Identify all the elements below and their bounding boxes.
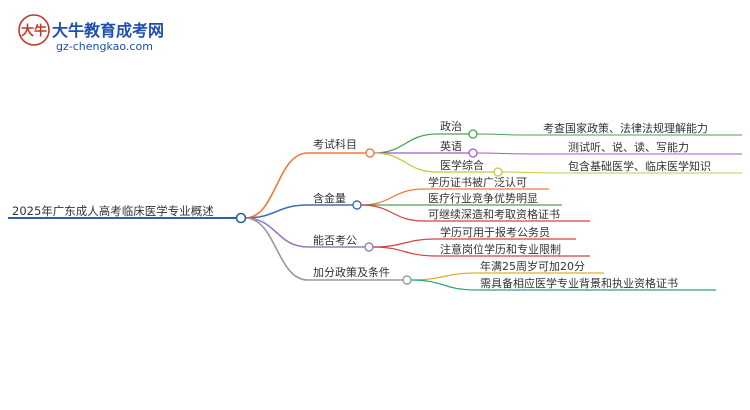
branch-bonus-policy: 加分政策及条件 年满25周岁可加20分 需具备相应医学专业背景和执业资格证书: [308, 259, 716, 291]
connector-root-bonus: [244, 217, 309, 281]
leaf-collapse-icon[interactable]: [493, 167, 503, 177]
branch-collapse-icon[interactable]: [365, 148, 375, 158]
leaf-value-3: 可继续深造和考取资格证书: [428, 207, 560, 221]
leaf-label-english: 英语: [440, 139, 462, 153]
leaf-collapse-icon[interactable]: [468, 148, 478, 158]
connector-root-exam: [244, 152, 309, 219]
leaf-value-1: 学历证书被广泛认可: [428, 175, 527, 189]
connector-root-value: [244, 204, 309, 219]
connector-bonus-1: [410, 272, 477, 281]
brand-url: gz-chengkao.com: [56, 40, 153, 53]
leaf-label-politics: 政治: [440, 119, 462, 133]
detail-english: 测试听、说、读、写能力: [568, 140, 689, 154]
branch-label-exam: 考试科目: [313, 137, 357, 151]
leaf-value-2: 医疗行业竞争优势明显: [428, 191, 538, 205]
leaf-label-medical: 医学综合: [440, 158, 484, 172]
branch-label-civil: 能否考公: [313, 233, 357, 247]
detail-politics: 考查国家政策、法律法规理解能力: [543, 121, 708, 135]
connector-value-3: [360, 204, 425, 222]
branch-civil-service: 能否考公 学历可用于报考公务员 注意岗位学历和专业限制: [308, 225, 590, 257]
branch-collapse-icon[interactable]: [364, 242, 374, 252]
branch-exam-subjects: 考试科目 政治 考查国家政策、法律法规理解能力 英语 测试听、说、读、写能力 医…: [308, 119, 742, 177]
connector-exam-medical: [373, 152, 438, 173]
branch-collapse-icon[interactable]: [352, 200, 362, 210]
connector-civil-1: [372, 238, 437, 248]
root-node: 2025年广东成人高考临床医学专业概述: [8, 204, 247, 224]
leaf-civil-2: 注意岗位学历和专业限制: [440, 242, 561, 256]
brand-logo: 大牛 大牛教育成考网 gz-chengkao.com: [18, 14, 164, 53]
branch-value: 含金量 学历证书被广泛认可 医疗行业竞争优势明显 可继续深造和考取资格证书: [308, 175, 590, 222]
connector-civil-2: [372, 246, 437, 257]
brand-title: 大牛教育成考网: [52, 21, 164, 40]
leaf-bonus-2: 需具备相应医学专业背景和执业资格证书: [480, 276, 678, 290]
connector-english-detail: [476, 152, 533, 155]
connector-medical-detail: [501, 171, 556, 174]
branch-label-value: 含金量: [313, 191, 346, 205]
connector-lines: [244, 133, 556, 291]
connector-bonus-2: [410, 279, 477, 291]
detail-medical: 包含基础医学、临床医学知识: [568, 159, 711, 173]
root-label: 2025年广东成人高考临床医学专业概述: [12, 204, 214, 218]
connector-value-1: [360, 188, 425, 206]
logo-mark: 大牛: [21, 23, 47, 39]
leaf-civil-1: 学历可用于报考公务员: [440, 225, 550, 239]
branch-collapse-icon[interactable]: [402, 275, 412, 285]
root-collapse-icon[interactable]: [235, 212, 247, 224]
logo-ring-icon: [18, 14, 50, 46]
leaf-bonus-1: 年满25周岁可加20分: [480, 259, 585, 273]
connector-root-civil: [244, 217, 309, 248]
connector-exam-politics: [373, 133, 438, 154]
connector-politics-detail: [476, 133, 529, 136]
leaf-collapse-icon[interactable]: [468, 129, 478, 139]
branch-label-bonus: 加分政策及条件: [313, 265, 390, 279]
